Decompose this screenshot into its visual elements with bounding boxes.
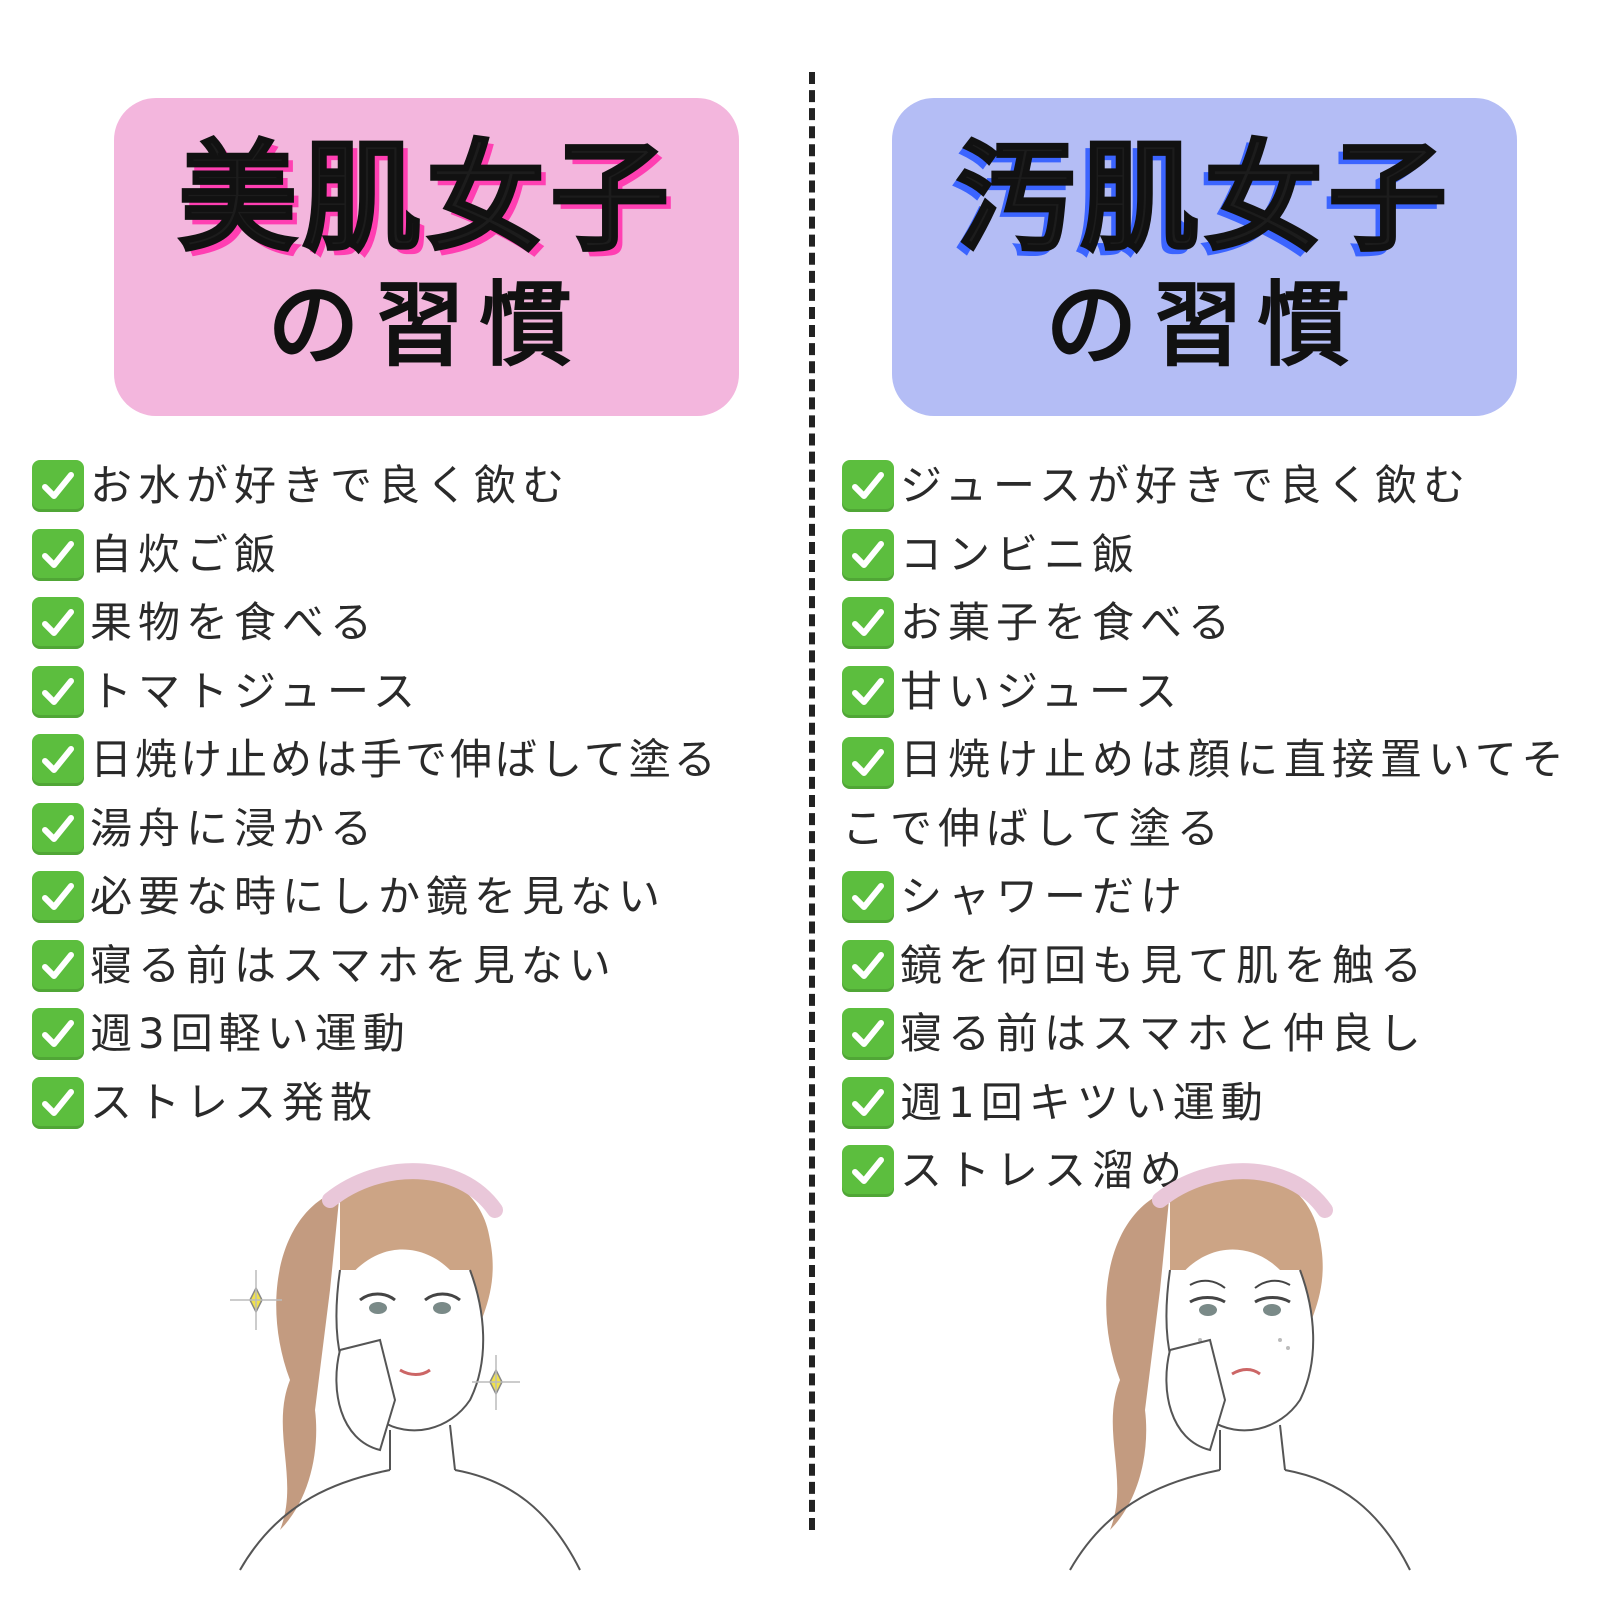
list-item: トマトジュース	[32, 658, 792, 727]
list-item: 鏡を何回も見て肌を触る	[842, 932, 1572, 1001]
check-mark-icon	[842, 1076, 894, 1129]
check-mark-icon	[32, 871, 84, 924]
check-mark-icon	[32, 939, 84, 992]
check-mark-icon	[32, 734, 84, 787]
list-item: 自炊ご飯	[32, 521, 792, 590]
check-mark-icon	[32, 802, 84, 855]
list-item: 週3回軽い運動	[32, 1000, 792, 1069]
list-item: お菓子を食べる	[842, 589, 1572, 658]
right-title: 汚肌女子	[955, 129, 1453, 268]
list-item: 果物を食べる	[32, 589, 792, 658]
list-item-text: 寝る前はスマホと仲良し	[900, 1009, 1427, 1058]
check-mark-icon	[32, 597, 84, 650]
list-item-text: コンビニ飯	[900, 529, 1141, 579]
right-title-box: 汚肌女子 の習慣	[892, 98, 1517, 416]
list-item-text: 甘いジュース	[900, 666, 1183, 716]
list-item-text: 日焼け止めは手で伸ばして塗る	[90, 735, 719, 784]
center-divider	[809, 72, 815, 1530]
check-mark-icon	[842, 460, 894, 513]
list-item-text: 湯舟に浸かる	[90, 803, 379, 853]
list-item: 湯舟に浸かる	[32, 795, 792, 864]
list-item: 必要な時にしか鏡を見ない	[32, 863, 792, 932]
list-item: お水が好きで良く飲む	[32, 452, 792, 521]
right-subtitle: の習慣	[1045, 272, 1364, 380]
beauty-skin-habits-list: お水が好きで良く飲む 自炊ご飯 果物を食べる トマトジュース 日焼け止めは手で伸…	[32, 452, 792, 1137]
check-mark-icon	[842, 1008, 894, 1061]
list-item: 週1回キツい運動	[842, 1069, 1572, 1138]
list-item-text: 必要な時にしか鏡を見ない	[90, 872, 667, 921]
list-item-text: シャワーだけ	[900, 872, 1189, 921]
check-mark-icon	[842, 939, 894, 992]
list-item-text: お水が好きで良く飲む	[90, 461, 571, 510]
list-item: 寝る前はスマホと仲良し	[842, 1000, 1572, 1069]
check-mark-icon	[32, 1008, 84, 1061]
left-title: 美肌女子	[177, 129, 675, 268]
list-item: ストレス発散	[32, 1069, 792, 1138]
list-item-text: 自炊ご飯	[90, 529, 283, 579]
check-mark-icon	[842, 597, 894, 650]
list-item-text: ストレス溜め	[900, 1146, 1189, 1195]
list-item-text: 週3回軽い運動	[90, 1009, 411, 1058]
list-item: ストレス溜め	[842, 1137, 1572, 1206]
list-item-text: ジュースが好きで良く飲む	[900, 461, 1471, 510]
check-mark-icon	[842, 736, 894, 789]
check-mark-icon	[842, 528, 894, 581]
check-mark-icon	[32, 665, 84, 718]
check-mark-icon	[32, 460, 84, 513]
list-item-text: 果物を食べる	[90, 598, 379, 647]
rough-skin-woman-illustration	[1069, 1163, 1411, 1571]
list-item-text: トマトジュース	[90, 666, 421, 716]
list-item-text: ストレス発散	[90, 1077, 379, 1127]
list-item-text: 鏡を何回も見て肌を触る	[900, 940, 1429, 990]
check-mark-icon	[842, 871, 894, 924]
bad-skin-habits-list: ジュースが好きで良く飲む コンビニ飯 お菓子を食べる 甘いジュース 日焼け止めは…	[842, 452, 1572, 1206]
list-item: ジュースが好きで良く飲む	[842, 452, 1572, 521]
clear-skin-woman-illustration	[230, 1163, 581, 1571]
left-title-box: 美肌女子 の習慣	[114, 98, 739, 416]
list-item-text: 週1回キツい運動	[900, 1077, 1269, 1127]
check-mark-icon	[842, 1145, 894, 1198]
list-item-text: 日焼け止めは顔に直接置いてそこで伸ばして塗る	[842, 735, 1570, 853]
list-item: コンビニ飯	[842, 521, 1572, 590]
list-item: 日焼け止めは顔に直接置いてそこで伸ばして塗る	[842, 726, 1572, 863]
list-item: シャワーだけ	[842, 863, 1572, 932]
check-mark-icon	[32, 1076, 84, 1129]
list-item: 日焼け止めは手で伸ばして塗る	[32, 726, 792, 795]
check-mark-icon	[842, 665, 894, 718]
list-item-text: 寝る前はスマホを見ない	[90, 940, 617, 990]
left-subtitle: の習慣	[267, 272, 586, 380]
check-mark-icon	[32, 528, 84, 581]
list-item: 甘いジュース	[842, 658, 1572, 727]
list-item: 寝る前はスマホを見ない	[32, 932, 792, 1001]
list-item-text: お菓子を食べる	[900, 598, 1237, 647]
